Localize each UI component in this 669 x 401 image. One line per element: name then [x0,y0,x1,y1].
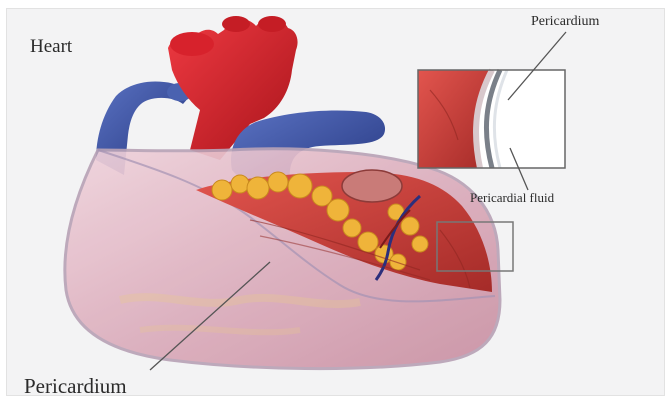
inset-magnification [418,70,565,168]
label-pericardial-fluid: Pericardial fluid [470,190,554,206]
label-pericardium-inset: Pericardium [531,14,599,30]
label-pericardium-main: Pericardium [24,374,127,399]
diagram-title: Heart [30,36,72,58]
